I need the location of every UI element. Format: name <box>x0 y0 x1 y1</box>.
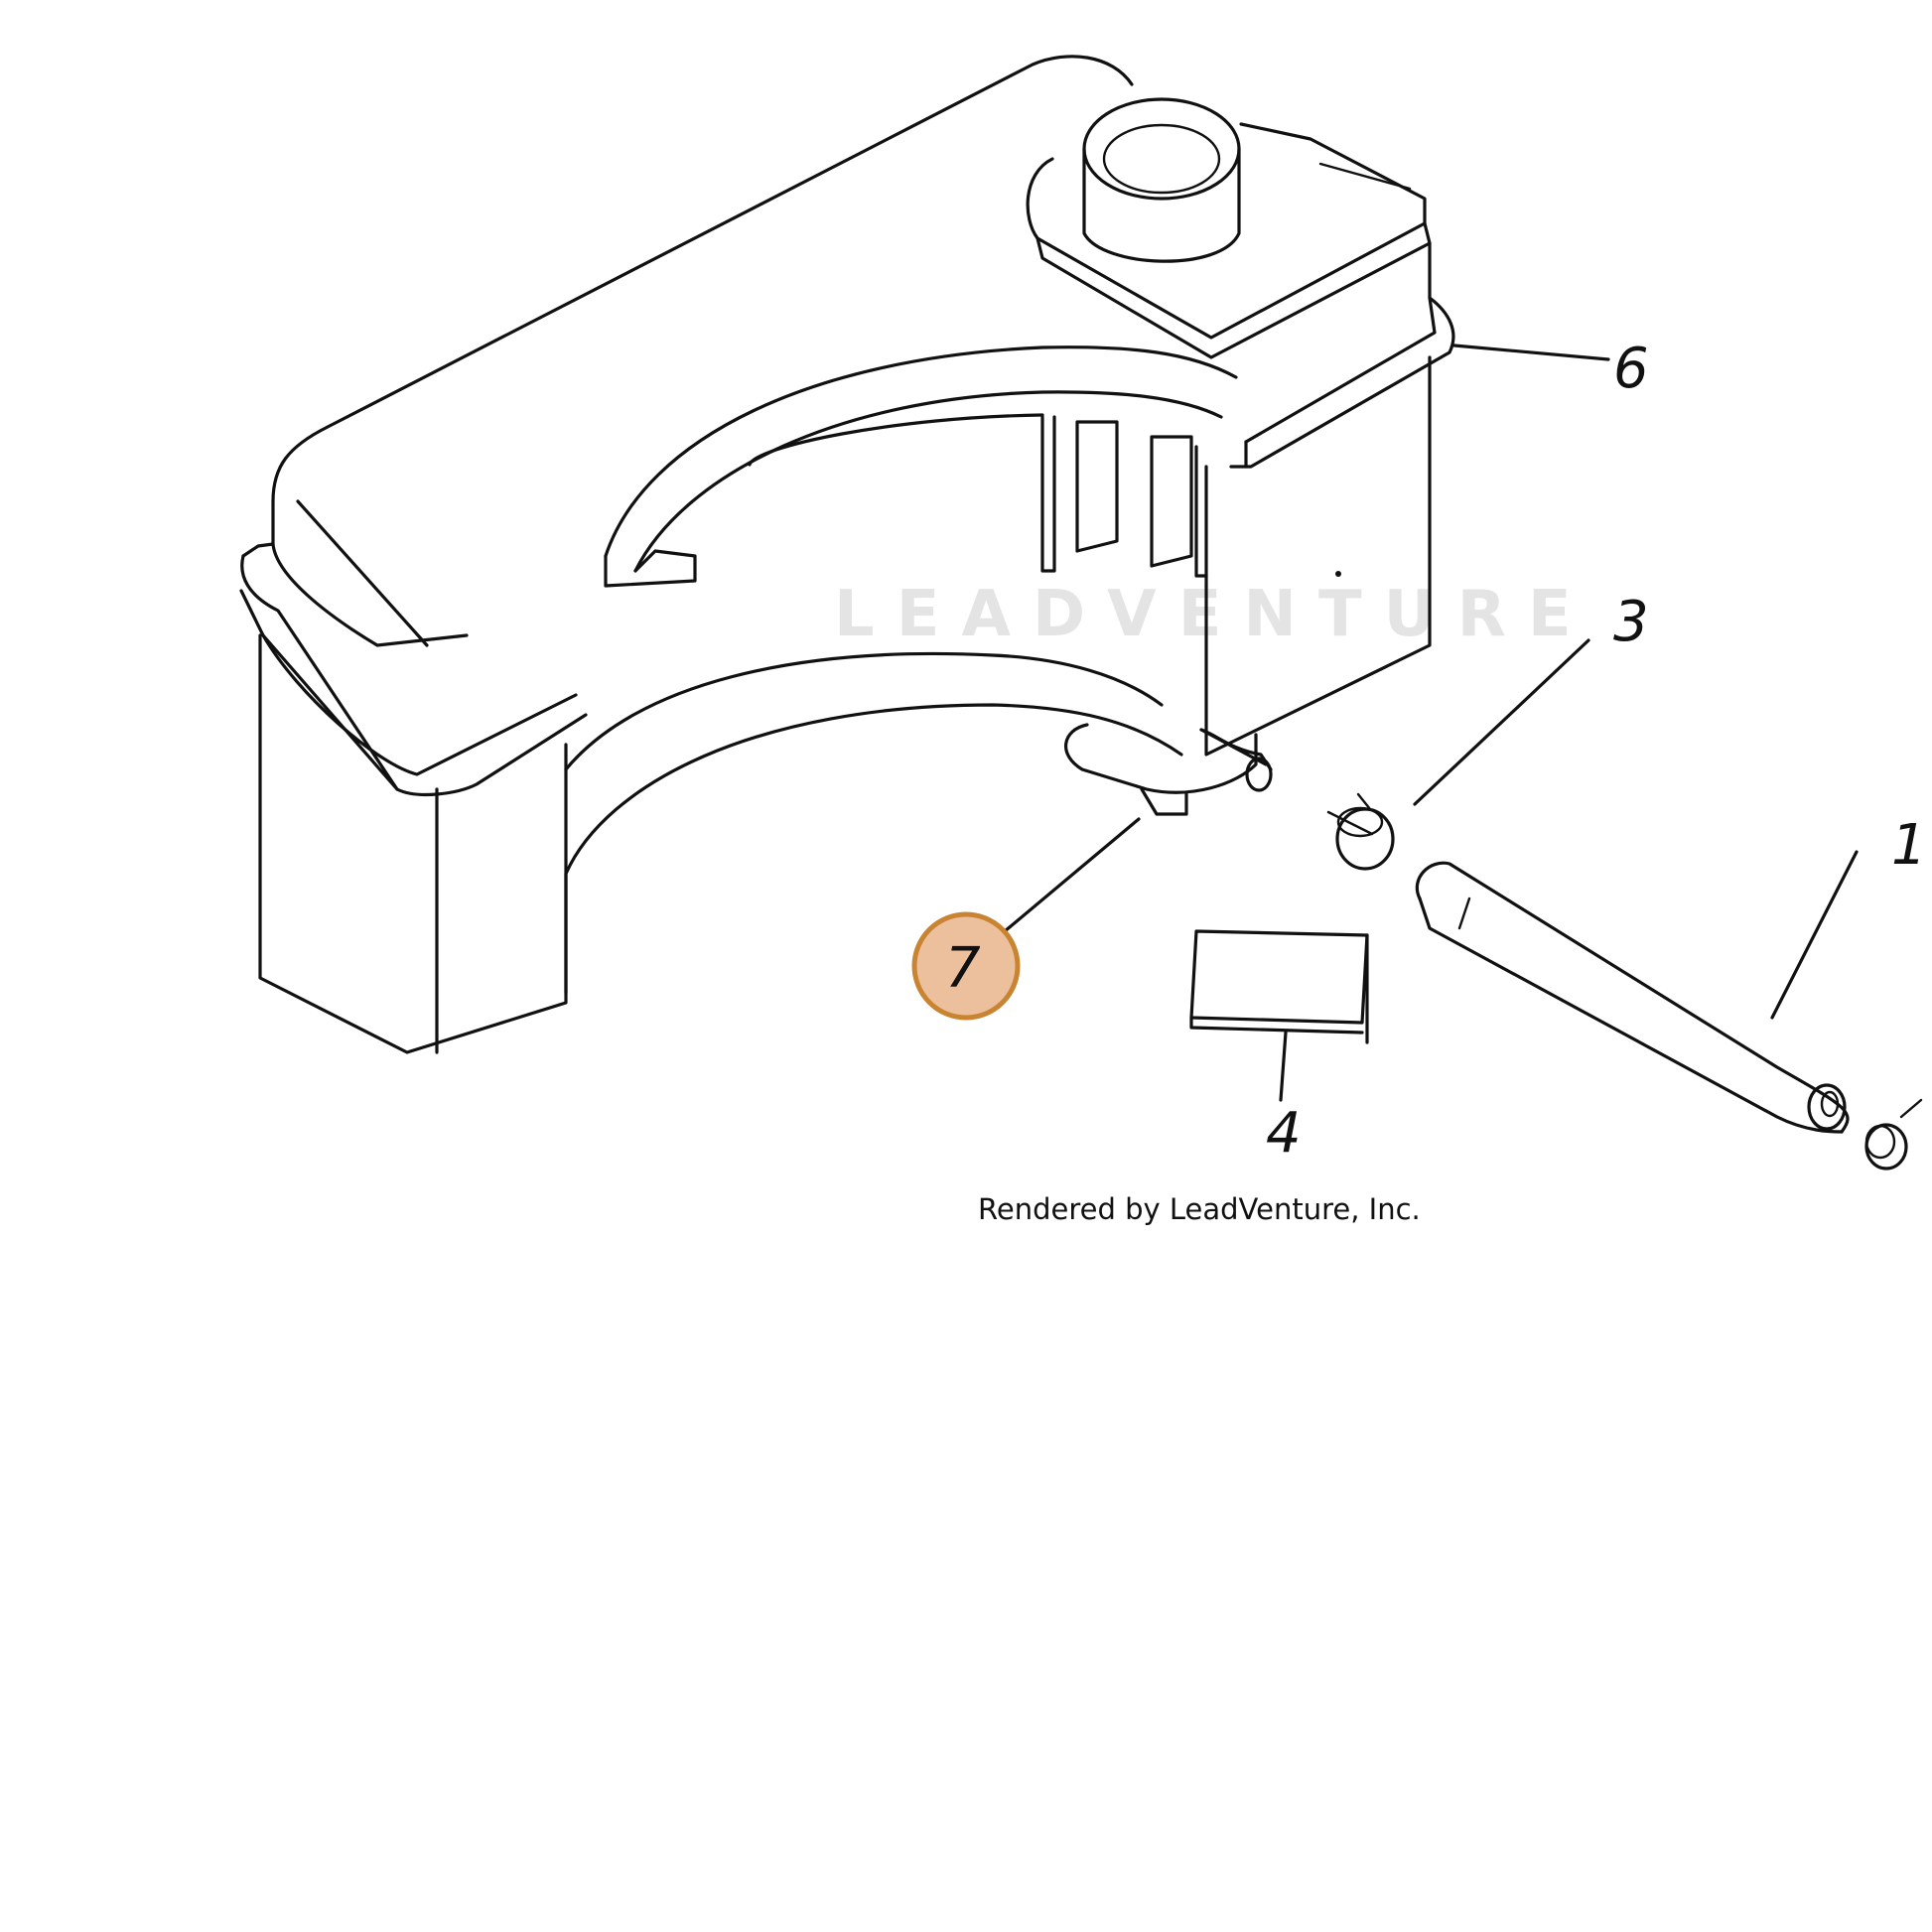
callout-4[interactable]: 4 <box>1266 1101 1302 1166</box>
spring-clamp-part <box>1864 1098 1923 1171</box>
watermark-text: LEADVENTURE <box>834 578 1593 651</box>
label-part-4 <box>1189 929 1369 1044</box>
callout-7-hotspot[interactable]: 7 <box>911 911 1021 1021</box>
callout-3[interactable]: 3 <box>1613 590 1649 654</box>
callout-7[interactable]: 7 <box>945 936 981 1001</box>
hose-clamp-part-3 <box>1326 792 1395 871</box>
fuel-line-part-1 <box>1415 861 1850 1134</box>
render-credit: Rendered by LeadVenture, Inc. <box>978 1192 1421 1226</box>
leader-lines <box>1003 344 1859 1102</box>
callout-6[interactable]: 6 <box>1613 337 1649 401</box>
callout-1[interactable]: 1 <box>1891 813 1927 878</box>
fuel-tank-drawing <box>239 55 1455 1054</box>
